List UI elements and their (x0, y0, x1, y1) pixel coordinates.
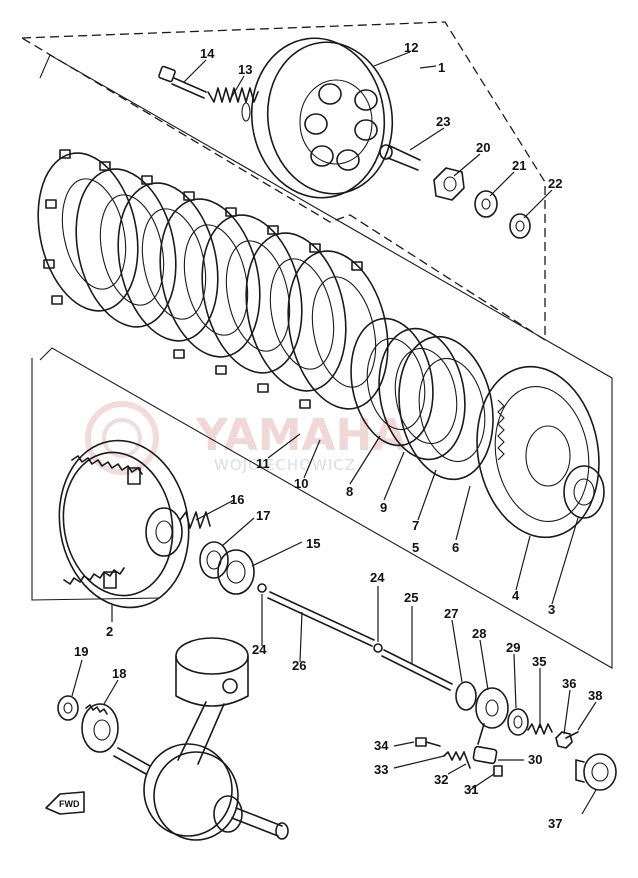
callout-27: 27 (444, 606, 458, 621)
callout-38: 38 (588, 688, 602, 703)
connecting-rod (177, 701, 225, 765)
pressure-plate (250, 37, 394, 199)
callout-35: 35 (532, 654, 546, 669)
callout-26: 26 (292, 658, 306, 673)
locknut (433, 167, 465, 201)
callout-14: 14 (200, 46, 215, 61)
callout-1: 1 (438, 60, 445, 75)
housing-collar (179, 511, 211, 529)
callout-15: 15 (306, 536, 320, 551)
callout-32: 32 (434, 772, 448, 787)
pressure-plate-bosses (304, 83, 378, 171)
lever-30 (472, 745, 498, 765)
nut-36 (555, 731, 573, 749)
callout-18: 18 (112, 666, 126, 681)
callout-24-left: 24 (252, 642, 267, 657)
callout-20: 20 (476, 140, 490, 155)
callout-30: 30 (528, 752, 542, 767)
clutch-bolt (158, 65, 207, 99)
primary-drive-gear (81, 703, 119, 753)
oil-seal-27 (455, 681, 477, 711)
callout-22: 22 (548, 176, 562, 191)
friction-plate (245, 232, 347, 392)
callout-6: 6 (452, 540, 459, 555)
push-rod-25 (381, 649, 453, 691)
callout-5: 5 (412, 540, 419, 555)
callout-29: 29 (506, 640, 520, 655)
callout-11: 11 (256, 456, 270, 471)
callout-34: 34 (374, 738, 389, 753)
watermark-tagline: WOJCIECHOWICZ (214, 456, 356, 474)
thrust-washer (509, 213, 531, 239)
callout-37: 37 (548, 816, 562, 831)
friction-plate (37, 152, 139, 312)
callout-8: 8 (346, 484, 353, 499)
callout-10: 10 (294, 476, 308, 491)
callout-3: 3 (548, 602, 555, 617)
lower-outline (31, 358, 161, 601)
watermark: YAMAHA WOJCIECHOWICZ (85, 401, 406, 475)
callout-17: 17 (256, 508, 270, 523)
push-rod-26 (267, 591, 375, 647)
piston (175, 637, 249, 707)
screw-38 (565, 731, 579, 739)
washer-19 (57, 695, 79, 721)
crankshaft (113, 743, 289, 841)
callout-28: 28 (472, 626, 486, 641)
assembly-1-outline (19, 21, 546, 342)
clutch-spacer (563, 465, 605, 519)
callout-13: 13 (238, 62, 252, 77)
ball-24-right (373, 643, 383, 653)
clutch-boss (476, 365, 600, 539)
clutch-plate-8 (378, 327, 466, 461)
callout-labels: 1 2 3 4 5 6 7 8 9 10 11 12 13 14 15 16 1… (74, 40, 602, 831)
lock-washer (474, 190, 498, 218)
watermark-brand: YAMAHA (195, 410, 406, 461)
bolt-34 (415, 737, 441, 747)
clutch-plate-7 (398, 335, 494, 481)
spring-33 (443, 751, 465, 761)
screw-31 (493, 765, 503, 777)
friction-plate (287, 250, 389, 410)
friction-plate (201, 214, 303, 374)
ball-24-left (257, 583, 267, 593)
callout-2: 2 (106, 624, 113, 639)
clutch-housing (58, 439, 190, 609)
callout-21: 21 (512, 158, 526, 173)
push-rod-end (379, 144, 421, 171)
clutch-pack-outline (39, 54, 613, 669)
callout-33: 33 (374, 762, 388, 777)
push-lever-28 (475, 687, 509, 745)
washer-17 (199, 541, 229, 579)
callout-16: 16 (230, 492, 244, 507)
washer-15 (217, 549, 255, 595)
forward-direction-marker: FWD (45, 791, 85, 815)
leader-lines (71, 51, 597, 815)
callout-24-right: 24 (370, 570, 385, 585)
clutch-plate-stack (37, 149, 389, 410)
callout-7: 7 (412, 518, 419, 533)
callout-31: 31 (464, 782, 478, 797)
clutch-spring (207, 87, 259, 122)
callout-23: 23 (436, 114, 450, 129)
callout-25: 25 (404, 590, 418, 605)
callout-12: 12 (404, 40, 418, 55)
forward-direction-text: FWD (59, 799, 80, 809)
plate-tabs (43, 149, 363, 409)
callout-36: 36 (562, 676, 576, 691)
callout-19: 19 (74, 644, 88, 659)
pin-32 (463, 751, 471, 769)
cover-37 (575, 753, 617, 791)
callout-4: 4 (512, 588, 520, 603)
washer-29 (507, 708, 529, 736)
callout-9: 9 (380, 500, 387, 515)
